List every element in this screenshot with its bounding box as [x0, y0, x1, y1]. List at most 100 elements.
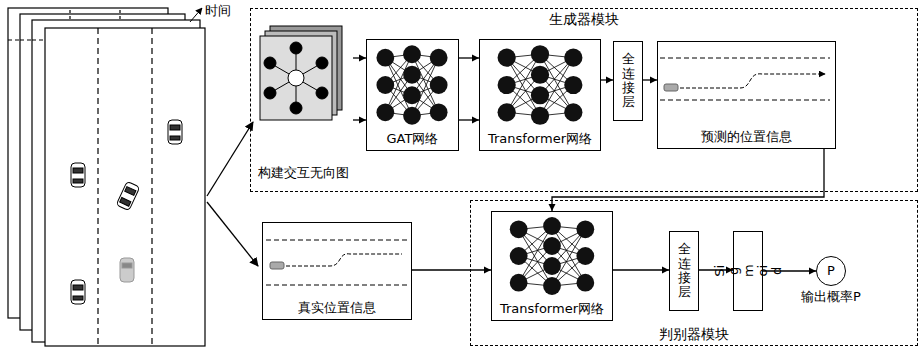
- network-icons: [376, 49, 394, 67]
- network-icons: [403, 86, 421, 104]
- network-icons: [376, 45, 594, 295]
- cars: [71, 280, 85, 304]
- generator-module: 生成器模块构建交互无向图 GAT网络 Transformer网络 全连接层预测的位置信…: [250, 8, 918, 192]
- cars: [73, 168, 83, 173]
- true-trajectory: [286, 254, 402, 266]
- network-icons: [403, 107, 421, 125]
- cars: [170, 125, 180, 130]
- time-arrow: [190, 8, 202, 22]
- arrow-connector: [549, 149, 825, 211]
- output-circle: P输出概率P: [816, 256, 846, 286]
- input-arrows: [207, 122, 253, 196]
- network-icons: [510, 247, 528, 265]
- road-frames: [97, 28, 98, 346]
- true-trajectory: [270, 262, 284, 269]
- arrowhead: [809, 268, 816, 275]
- connector-line: [412, 269, 491, 270]
- input-arrows: [207, 202, 258, 266]
- graph-icon: [290, 42, 302, 54]
- output-label: 输出概率P: [801, 289, 861, 305]
- true-trajectory: [266, 240, 408, 241]
- time-arrow: [190, 8, 202, 22]
- graph-icon: [260, 26, 342, 120]
- arrowhead: [650, 77, 657, 84]
- predicted-trajectory: [680, 74, 825, 88]
- arrowhead: [484, 267, 491, 274]
- network-icons: [510, 274, 528, 292]
- true-trajectory: [266, 285, 408, 286]
- network-icons: [498, 76, 516, 94]
- cars: [71, 163, 85, 187]
- node-label: Sigmoid: [712, 264, 783, 277]
- node-label: 全连接层: [678, 242, 691, 299]
- network-icons: [543, 257, 561, 275]
- arrowhead: [359, 55, 366, 62]
- road-frames: [119, 10, 120, 20]
- cars: [71, 280, 85, 304]
- node-label: 生成器模块: [546, 11, 622, 28]
- graph-label-box: 构建交互无向图: [253, 123, 353, 181]
- fc-layer-box: 全连接层: [613, 41, 643, 121]
- network-icons: [576, 247, 594, 265]
- cars: [116, 181, 140, 210]
- graph-icon: [316, 57, 328, 69]
- network-icons: [564, 49, 582, 67]
- cars: [120, 198, 131, 207]
- cars: [168, 120, 182, 144]
- network-icons: [376, 76, 394, 94]
- graph-icon: [260, 36, 332, 120]
- network-icons: [403, 45, 421, 63]
- predicted-trajectory: [660, 100, 830, 101]
- discriminator-module: 判别器模块 Transformer网络 全连接层 Sigmoid P输出概率P: [470, 200, 918, 346]
- true-position-box: 真实位置信息: [262, 222, 412, 320]
- graph-icon: [316, 87, 328, 99]
- network-icons: [564, 103, 582, 121]
- predicted-position-box: 预测的位置信息: [657, 41, 836, 149]
- node-label: Transformer网络: [488, 131, 592, 147]
- network-icons: [403, 66, 421, 84]
- arrowhead: [549, 204, 556, 211]
- node-label: 构建交互无向图: [258, 165, 349, 181]
- cars: [73, 285, 83, 290]
- gat-box: GAT网络: [366, 39, 459, 151]
- network-icons: [531, 86, 549, 104]
- network-icons: [543, 277, 561, 295]
- arrow-connector: [353, 55, 366, 124]
- connector-line: [613, 269, 669, 270]
- transformer-box: Transformer网络: [479, 39, 601, 151]
- network-icons: [531, 66, 549, 84]
- cars: [168, 120, 182, 144]
- network-icons: [531, 45, 549, 63]
- cars: [71, 163, 85, 187]
- graph-icon: [264, 87, 276, 99]
- transformer-box: Transformer网络: [491, 211, 613, 321]
- node-label: 判别器模块: [656, 326, 732, 343]
- arrow-connector: [613, 267, 669, 274]
- arrow-connector: [459, 55, 479, 124]
- network-icons: [564, 76, 582, 94]
- network-icons: [510, 220, 528, 238]
- predicted-trajectory: [660, 58, 830, 59]
- sigmoid-box: Sigmoid: [733, 231, 763, 311]
- road-frames: [151, 28, 152, 346]
- cars: [120, 258, 134, 282]
- road-frames: [8, 8, 205, 346]
- arrow-connector: [412, 267, 491, 274]
- predicted-trajectory: [660, 58, 830, 100]
- cars: [71, 120, 182, 304]
- node-label: 真实位置信息: [298, 300, 376, 316]
- arrowhead: [662, 267, 669, 274]
- arrowhead: [472, 117, 479, 124]
- cars: [73, 179, 83, 183]
- connector-line: [552, 149, 824, 211]
- cars: [120, 258, 134, 282]
- graph-icon: [288, 70, 304, 86]
- graph-icon: [264, 57, 276, 69]
- network-icons: [498, 49, 516, 67]
- road-frames: [69, 10, 70, 20]
- network-icons: [376, 103, 394, 121]
- network-icons: [543, 237, 561, 255]
- network-icons: [531, 107, 549, 125]
